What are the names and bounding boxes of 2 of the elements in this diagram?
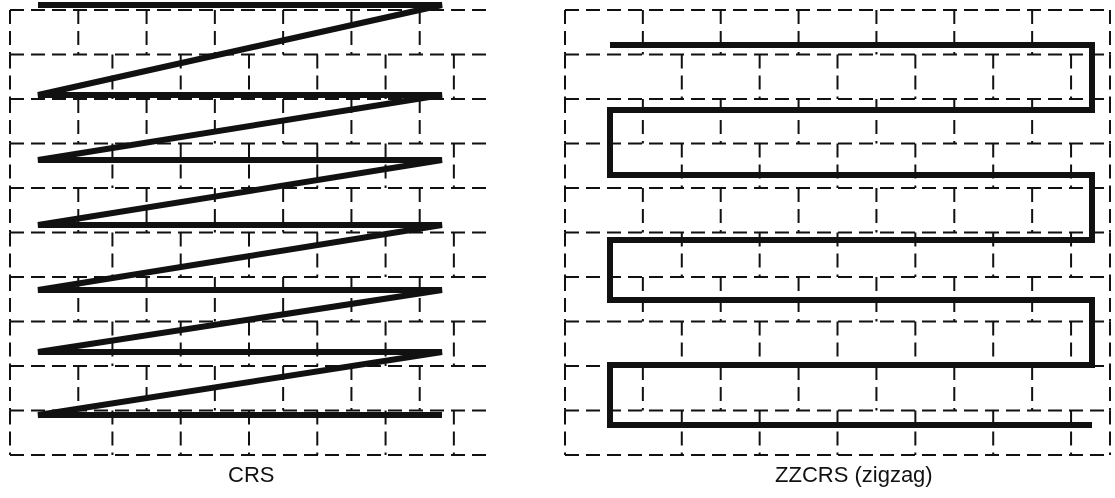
panel-caption: ZZCRS (zigzag) — [775, 462, 933, 488]
panel-caption: CRS — [228, 462, 275, 488]
